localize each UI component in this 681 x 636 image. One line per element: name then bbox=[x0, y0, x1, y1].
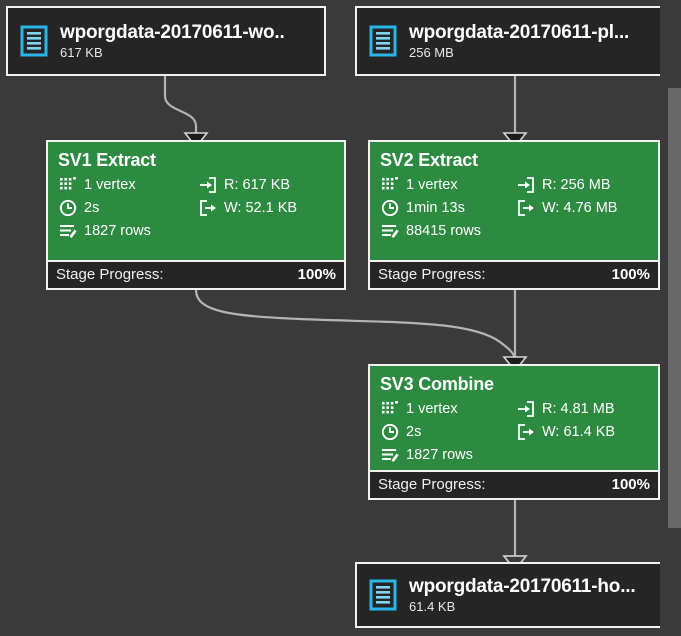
stage-title: SV3 Combine bbox=[380, 374, 494, 394]
file-node-text: wporgdata-20170611-wo.. 617 KB bbox=[60, 22, 285, 61]
rows-edit-icon bbox=[382, 449, 399, 462]
file-node-title: wporgdata-20170611-ho... bbox=[409, 575, 636, 597]
stat-read: R: 617 KB bbox=[198, 175, 334, 195]
stat-rows-label: 88415 rows bbox=[406, 223, 481, 239]
stat-vertices: 1 vertex bbox=[380, 399, 512, 419]
stage-body: SV2 Extract 1 vertex bbox=[370, 142, 658, 260]
file-node-title: wporgdata-20170611-wo.. bbox=[60, 21, 285, 43]
write-arrow-out-of-box-icon bbox=[518, 200, 534, 216]
stage-stats: 1 vertex R: 617 KB 2s bbox=[58, 175, 334, 241]
document-icon bbox=[369, 25, 397, 57]
stage-progress-label: Stage Progress: bbox=[56, 266, 164, 283]
stat-rows: 1827 rows bbox=[58, 221, 194, 241]
stat-rows-label: 1827 rows bbox=[84, 223, 151, 239]
stage-node-sv2[interactable]: SV2 Extract 1 vertex bbox=[368, 140, 660, 290]
stat-read: R: 256 MB bbox=[516, 175, 648, 195]
stat-vertices: 1 vertex bbox=[380, 175, 512, 195]
file-node-size: 256 MB bbox=[409, 44, 454, 60]
clock-icon bbox=[59, 199, 77, 217]
stage-node-sv3[interactable]: SV3 Combine 1 vertex bbox=[368, 364, 660, 500]
stat-rows: 1827 rows bbox=[380, 445, 512, 465]
rows-edit-icon bbox=[60, 225, 77, 238]
stage-title: SV1 Extract bbox=[58, 150, 156, 170]
edge-sv2-to-sv3 bbox=[502, 290, 528, 373]
stage-progress-value: 100% bbox=[611, 476, 650, 493]
stat-duration: 1min 13s bbox=[380, 198, 512, 218]
stat-vertices-label: 1 vertex bbox=[84, 177, 136, 193]
read-arrow-into-box-icon bbox=[518, 401, 534, 417]
stage-node-sv1[interactable]: SV1 Extract 1 vertex bbox=[46, 140, 346, 290]
stat-vertices-label: 1 vertex bbox=[406, 177, 458, 193]
stat-duration-label: 2s bbox=[406, 424, 422, 440]
stage-progress-value: 100% bbox=[611, 266, 650, 283]
vertical-scrollbar-track[interactable] bbox=[660, 0, 681, 636]
stat-write-label: W: 4.76 MB bbox=[542, 200, 618, 216]
file-node-title: wporgdata-20170611-pl... bbox=[409, 21, 630, 43]
stat-vertices-label: 1 vertex bbox=[406, 401, 458, 417]
file-node-text: wporgdata-20170611-pl... 256 MB bbox=[409, 22, 629, 61]
stat-vertices: 1 vertex bbox=[58, 175, 194, 195]
document-icon bbox=[20, 25, 48, 57]
stat-write-label: W: 61.4 KB bbox=[542, 424, 616, 440]
grid-vertices-icon bbox=[382, 177, 398, 190]
edge-sv3-to-output-host bbox=[502, 500, 528, 572]
stat-rows: 88415 rows bbox=[380, 221, 512, 241]
edge-sv1-to-sv3 bbox=[194, 289, 517, 359]
file-node-input-plugin[interactable]: wporgdata-20170611-pl... 256 MB bbox=[355, 6, 675, 76]
stage-progress-bar: Stage Progress: 100% bbox=[370, 470, 658, 498]
clock-icon bbox=[381, 199, 399, 217]
stat-duration: 2s bbox=[58, 198, 194, 218]
document-icon bbox=[369, 579, 397, 611]
write-arrow-out-of-box-icon bbox=[200, 200, 216, 216]
clock-icon bbox=[381, 423, 399, 441]
file-node-size: 61.4 KB bbox=[409, 598, 456, 614]
stat-rows-label: 1827 rows bbox=[406, 447, 473, 463]
stat-duration: 2s bbox=[380, 422, 512, 442]
stat-duration-label: 2s bbox=[84, 200, 100, 216]
stage-stats: 1 vertex R: 4.81 MB 2s bbox=[380, 399, 648, 465]
file-node-input-word[interactable]: wporgdata-20170611-wo.. 617 KB bbox=[6, 6, 326, 76]
stat-write: W: 61.4 KB bbox=[516, 422, 648, 442]
stat-read-label: R: 617 KB bbox=[224, 177, 291, 193]
stage-title: SV2 Extract bbox=[380, 150, 478, 170]
stat-write: W: 52.1 KB bbox=[198, 198, 334, 218]
stage-progress-value: 100% bbox=[297, 266, 336, 283]
stat-read-label: R: 4.81 MB bbox=[542, 401, 615, 417]
stat-read-label: R: 256 MB bbox=[542, 177, 611, 193]
stat-duration-label: 1min 13s bbox=[406, 200, 465, 216]
file-node-size: 617 KB bbox=[60, 44, 103, 60]
stage-stats: 1 vertex R: 256 MB 1min 13s bbox=[380, 175, 648, 241]
stage-progress-label: Stage Progress: bbox=[378, 476, 486, 493]
read-arrow-into-box-icon bbox=[518, 177, 534, 193]
edge-input-plugin-to-sv2 bbox=[502, 76, 528, 149]
file-node-output-host[interactable]: wporgdata-20170611-ho... 61.4 KB bbox=[355, 562, 675, 628]
edge-input-word-to-sv1 bbox=[163, 76, 209, 149]
write-arrow-out-of-box-icon bbox=[518, 424, 534, 440]
stage-progress-label: Stage Progress: bbox=[378, 266, 486, 283]
file-node-text: wporgdata-20170611-ho... 61.4 KB bbox=[409, 576, 635, 615]
stat-write-label: W: 52.1 KB bbox=[224, 200, 298, 216]
stage-body: SV1 Extract 1 vertex bbox=[48, 142, 344, 260]
stage-progress-bar: Stage Progress: 100% bbox=[370, 260, 658, 288]
rows-edit-icon bbox=[382, 225, 399, 238]
stage-body: SV3 Combine 1 vertex bbox=[370, 366, 658, 470]
vertical-scrollbar-thumb[interactable] bbox=[668, 88, 681, 528]
stage-progress-bar: Stage Progress: 100% bbox=[48, 260, 344, 288]
stat-read: R: 4.81 MB bbox=[516, 399, 648, 419]
stat-write: W: 4.76 MB bbox=[516, 198, 648, 218]
grid-vertices-icon bbox=[60, 177, 76, 190]
read-arrow-into-box-icon bbox=[200, 177, 216, 193]
grid-vertices-icon bbox=[382, 401, 398, 414]
